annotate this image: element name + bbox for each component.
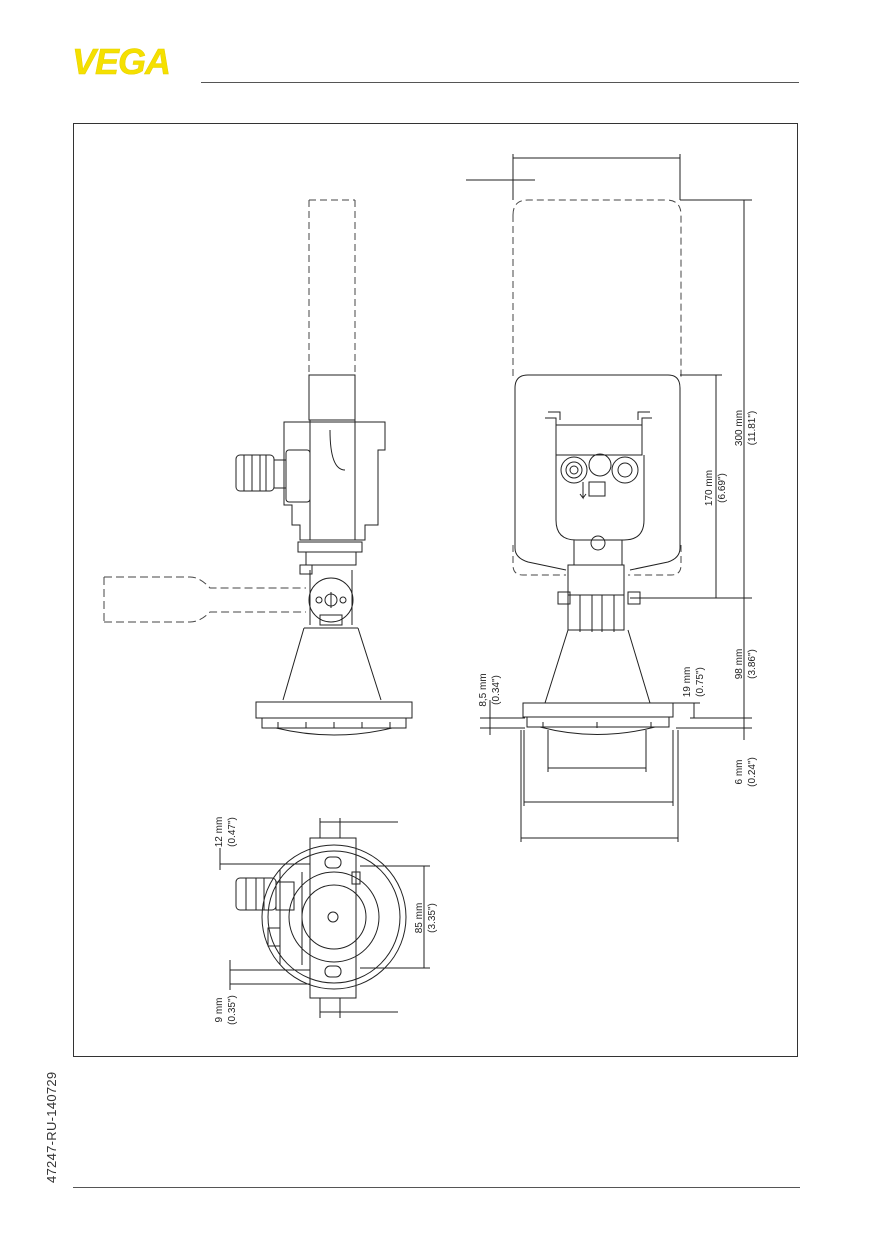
dim-170-mm: 170 mm <box>704 470 715 506</box>
dim-12-mm: 12 mm <box>214 817 225 848</box>
dim-300-mm: 300 mm <box>734 410 745 446</box>
dim-85-mm: 85 mm <box>414 903 425 934</box>
dim-19-in: (0.75") <box>695 667 706 697</box>
logo-text: VEGA <box>72 45 170 77</box>
dim-170-in: (6.69") <box>717 473 728 503</box>
dim-19-mm: 19 mm <box>682 667 693 698</box>
dim-98-in: (3.86") <box>747 649 758 679</box>
dim-12-in: (0.47") <box>227 817 238 847</box>
dim-6-in: (0.24") <box>747 757 758 787</box>
dim-300-in: (11.81") <box>747 411 758 446</box>
dim-9-in: (0.35") <box>227 995 238 1025</box>
document-code: 47247-RU-140729 <box>44 1071 59 1183</box>
dim-9-mm: 9 mm <box>214 998 225 1023</box>
header-rule <box>201 82 799 83</box>
dimension-labels: 300 mm (11.81") 170 mm (6.69") 98 mm (3.… <box>214 410 758 1025</box>
bottom-view <box>219 818 430 1018</box>
vega-logo: VEGA <box>72 45 171 77</box>
dim-6-mm: 6 mm <box>734 760 745 785</box>
footer-rule <box>73 1187 800 1188</box>
dim-85-in: (3.35") <box>427 903 438 933</box>
front-view <box>466 154 752 842</box>
drawing-frame <box>73 123 798 1057</box>
side-view <box>103 199 413 736</box>
dim-8-5-in: (0.34") <box>491 675 502 705</box>
dim-98-mm: 98 mm <box>734 649 745 680</box>
dim-8-5-mm: 8,5 mm <box>478 673 489 706</box>
